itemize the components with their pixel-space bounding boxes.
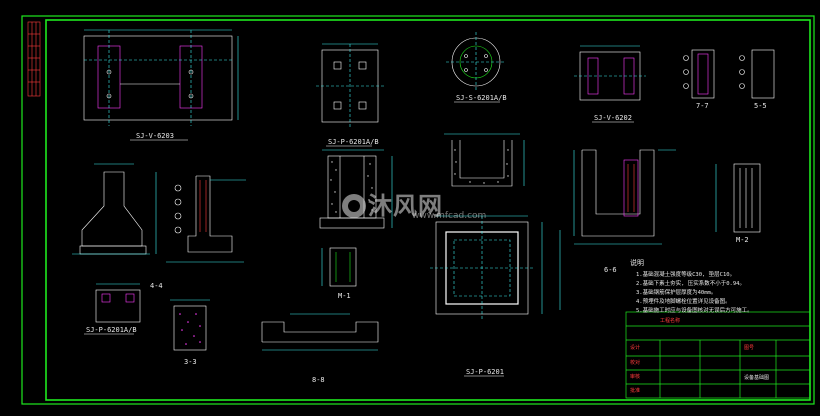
- watermark-url: www.mfcad.com: [412, 211, 487, 221]
- hatch-pattern-pier: [330, 161, 373, 213]
- view-sj-p-6201ab-plan: [316, 43, 384, 147]
- watermark-logo-icon: [342, 194, 366, 218]
- view-title-v2: SJ-P-6201A/B: [328, 138, 379, 146]
- section-label-3-3: 3-3: [184, 358, 197, 366]
- title-block-cell: 图号: [744, 345, 755, 351]
- notes-heading: 说明: [630, 259, 644, 267]
- view-sj-p-6201ab-small: [84, 283, 141, 335]
- section-detail-a: [166, 175, 246, 263]
- title-block-cell: 批准: [630, 388, 641, 394]
- view-sj-v-6202-plan: [574, 45, 775, 123]
- section-4-4: [72, 163, 157, 255]
- section-label-7-7: 7-7: [696, 102, 709, 110]
- section-3-3: [170, 299, 210, 351]
- hatch-pattern-pit: [454, 149, 509, 184]
- drawing-frame: [21, 15, 815, 405]
- title-block: [625, 311, 811, 399]
- section-label-m-1: M-1: [338, 292, 351, 300]
- section-label-4-4: 4-4: [150, 282, 163, 290]
- section-right-detail: [715, 163, 761, 233]
- view-title-v5: SJ-P-6201A/B: [86, 326, 137, 334]
- section-label-8-8: 8-8: [312, 376, 325, 384]
- title-block-project: 工程名称: [660, 318, 681, 324]
- notes-item: 1.基础混凝土强度等级C30, 垫层C10。: [636, 272, 736, 278]
- section-label-m-2: M-2: [736, 236, 749, 244]
- view-title-v4: SJ-V-6202: [594, 114, 632, 122]
- view-title-v1: SJ-V-6203: [136, 132, 174, 140]
- section-label-6-6: 6-6: [604, 266, 617, 274]
- section-right-elevation: [573, 149, 676, 245]
- section-pit: [444, 133, 525, 187]
- section-m-1: [321, 247, 357, 287]
- title-block-cell: 审核: [630, 374, 641, 380]
- title-block-cell: 校对: [630, 360, 641, 366]
- binding-strip: [27, 21, 41, 97]
- notes-item: 5.基础施工时应与设备图核对无误后方可施工。: [636, 308, 753, 314]
- section-label-5-5: 5-5: [754, 102, 767, 110]
- view-sj-p-6201-plan: [430, 215, 561, 377]
- notes-item: 2.基础下素土夯实, 压实系数不小于0.94。: [636, 281, 745, 287]
- view-title-v6: SJ-P-6201: [466, 368, 504, 376]
- notes-item: 4.预埋件及地脚螺栓位置详见设备图。: [636, 299, 731, 305]
- view-sj-s-6201ab-circle: [446, 32, 506, 103]
- section-8-8: [261, 313, 379, 351]
- view-sj-v-6203-plan: [83, 29, 239, 141]
- view-title-v3: SJ-S-6201A/B: [456, 94, 507, 102]
- hatch-pattern-3-3: [179, 313, 201, 345]
- watermark-brand: 沐风网: [368, 192, 443, 220]
- title-block-cell: 设计: [630, 345, 641, 351]
- notes-item: 3.基础钢筋保护层厚度为40mm。: [636, 290, 717, 296]
- title-block-drawing-name: 设备基础图: [744, 375, 770, 381]
